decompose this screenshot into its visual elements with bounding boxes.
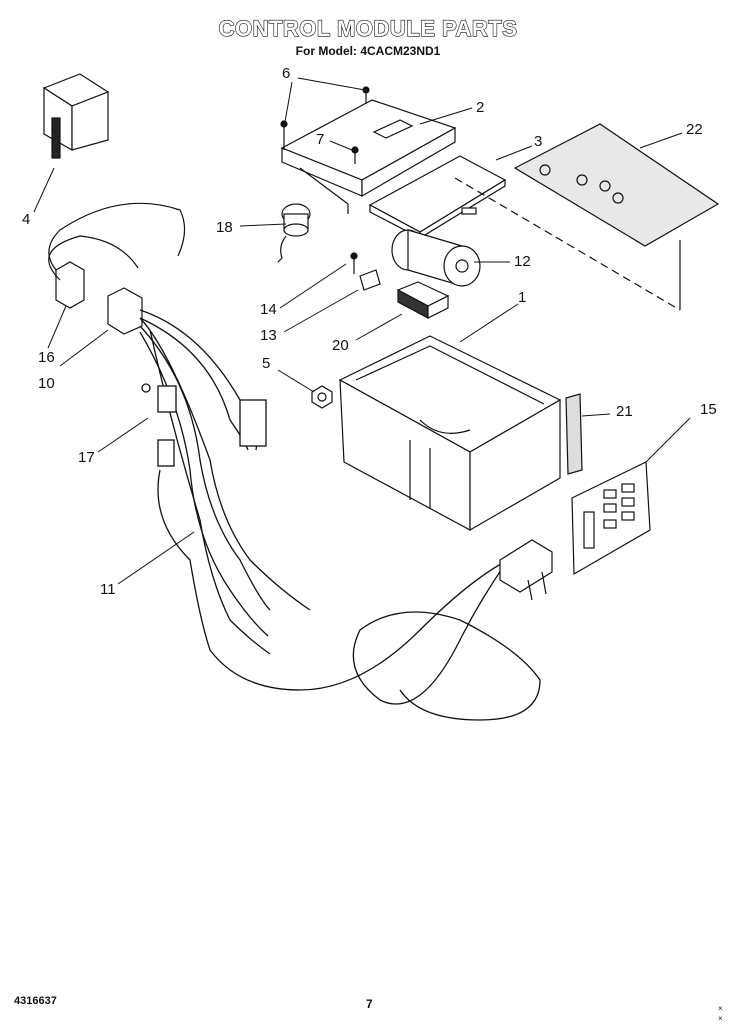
page-number: 7 — [366, 997, 373, 1011]
callout-5: 5 — [262, 355, 271, 372]
callout-1: 1 — [518, 289, 527, 306]
callout-10: 10 — [38, 375, 55, 392]
callout-15: 15 — [700, 401, 717, 418]
part-control-board — [571, 461, 651, 576]
callout-7: 7 — [316, 131, 325, 148]
part-cover — [280, 99, 457, 214]
callout-2: 2 — [476, 99, 485, 116]
callout-17: 17 — [78, 449, 95, 466]
callout-22: 22 — [686, 121, 703, 138]
part-housing — [338, 335, 562, 532]
callout-21: 21 — [616, 403, 633, 420]
callout-14: 14 — [260, 301, 277, 318]
part-capacitor — [391, 229, 481, 287]
part-grille — [513, 123, 720, 247]
page-title: CONTROL MODULE PARTS — [218, 15, 518, 41]
callout-18: 18 — [216, 219, 233, 236]
callout-16: 16 — [38, 349, 55, 366]
callout-20: 20 — [332, 337, 349, 354]
part-bracket — [42, 73, 110, 159]
callout-12: 12 — [514, 253, 531, 270]
corner-mark-bottom: × — [718, 1014, 723, 1023]
part-wiring-harness — [139, 309, 541, 721]
document-number: 4316637 — [14, 995, 57, 1007]
callout-13: 13 — [260, 327, 277, 344]
callout-4: 4 — [22, 211, 31, 228]
callout-6: 6 — [282, 65, 291, 82]
part-motor — [277, 203, 311, 263]
model-subtitle: For Model: 4CACM23ND1 — [295, 44, 441, 58]
callout-11: 11 — [100, 581, 116, 598]
corner-mark-top: × — [718, 1004, 723, 1013]
callout-3: 3 — [534, 133, 543, 150]
